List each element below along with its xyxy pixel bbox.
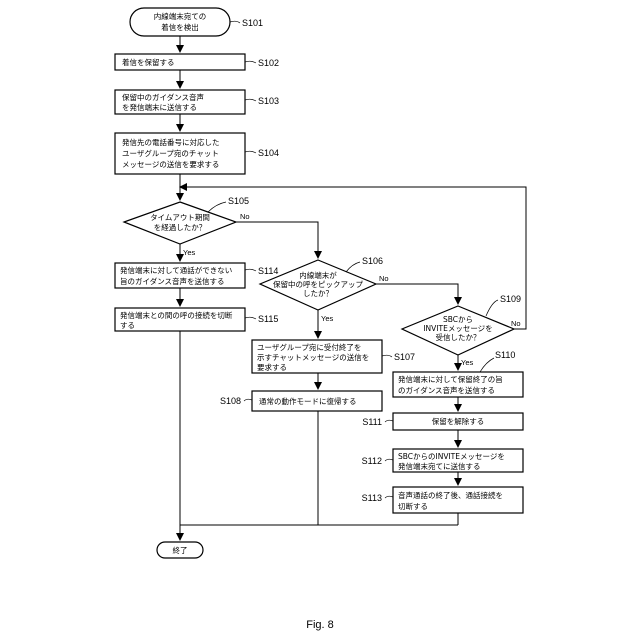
s115-line2: する <box>120 321 135 330</box>
s110-line1: 発信端末に対して保留終了の旨 <box>398 374 503 384</box>
s112-line2: 発信端末宛てに送信する <box>398 461 481 471</box>
step-s108: 通常の動作モードに復帰する <box>252 391 382 411</box>
s106-line3: したか？ <box>303 289 333 298</box>
s103-line2: を発信端末に送信する <box>122 102 197 112</box>
label-s111: S111 <box>362 417 382 427</box>
label-s110: S110 <box>495 350 515 360</box>
s115-line1: 発信端末との間の呼の接続を切断 <box>120 310 233 320</box>
s101-line2: 着信を検出 <box>161 22 199 32</box>
label-s114: S114 <box>258 266 278 276</box>
s105-line2: を経過したか？ <box>154 222 207 232</box>
s107-line2: 示すチャットメッセージの送信を <box>257 352 369 362</box>
step-s111: 保留を解除する <box>393 413 523 430</box>
s103-line1: 保留中のガイダンス音声 <box>122 92 204 102</box>
s109-no: No <box>511 319 521 328</box>
s109-line1: SBCから <box>443 315 473 324</box>
step-s103: 保留中のガイダンス音声 を発信端末に送信する <box>115 90 245 114</box>
step-s114: 発信端末に対して通話ができない 旨のガイダンス音声を送信する <box>115 263 245 288</box>
step-s107: ユーザグループ宛に受付終了を 示すチャットメッセージの送信を 要求する <box>252 340 382 373</box>
s110-line2: のガイダンス音声を送信する <box>398 385 495 395</box>
label-s113: S113 <box>362 493 382 503</box>
step-s112: SBCからのINVITEメッセージを 発信端末宛てに送信する <box>393 449 523 472</box>
s114-line2: 旨のガイダンス音声を送信する <box>120 276 225 286</box>
s109-yes: Yes <box>461 358 473 367</box>
end-label: 終了 <box>173 545 188 555</box>
figure-caption: Fig. 8 <box>306 619 334 631</box>
s106-line2: 保留中の呼をピックアップ <box>273 279 363 289</box>
s112-line1: SBCからのINVITEメッセージを <box>398 452 505 461</box>
s109-line3: 受信したか？ <box>436 332 481 342</box>
label-s102: S102 <box>258 58 279 68</box>
label-s108: S108 <box>220 396 241 406</box>
s104-line3: メッセージの送信を要求する <box>122 159 219 169</box>
label-s104: S104 <box>258 148 279 158</box>
step-s110: 発信端末に対して保留終了の旨 のガイダンス音声を送信する <box>393 372 523 397</box>
step-s102: 着信を保留する <box>115 54 245 70</box>
label-s106: S106 <box>362 256 383 266</box>
s106-no: No <box>379 274 389 283</box>
step-s104: 発信先の電話番号に対応した ユーザグループ宛のチャット メッセージの送信を要求す… <box>115 133 245 174</box>
s106-line1: 内線端末が <box>299 270 337 280</box>
label-s107: S107 <box>394 352 415 362</box>
label-s105: S105 <box>228 196 249 206</box>
s105-no: No <box>240 212 250 221</box>
terminal-end: 終了 <box>157 542 203 558</box>
s113-line1: 音声通話の終了後、通話接続を <box>398 490 503 500</box>
label-s115: S115 <box>258 314 278 324</box>
s113-line2: 切断する <box>398 501 428 511</box>
s104-line1: 発信先の電話番号に対応した <box>122 137 220 147</box>
s108-line1: 通常の動作モードに復帰する <box>259 396 357 406</box>
s107-line1: ユーザグループ宛に受付終了を <box>257 342 361 352</box>
step-s113: 音声通話の終了後、通話接続を 切断する <box>393 487 523 513</box>
decision-s109: SBCから INVITEメッセージを 受信したか？ <box>402 306 514 355</box>
label-s101: S101 <box>242 18 263 28</box>
s101-line1: 内線端末宛ての <box>154 11 207 21</box>
label-s112: S112 <box>362 456 382 466</box>
s105-yes: Yes <box>183 248 195 257</box>
label-s103: S103 <box>258 96 279 106</box>
s109-line2: INVITEメッセージを <box>423 324 492 333</box>
decision-s105: タイムアウト期間 を経過したか？ <box>124 202 236 244</box>
step-s115: 発信端末との間の呼の接続を切断 する <box>115 308 245 331</box>
s106-yes: Yes <box>321 314 333 323</box>
s111-line1: 保留を解除する <box>432 416 485 426</box>
s102-line1: 着信を保留する <box>122 57 175 67</box>
s105-line1: タイムアウト期間 <box>150 213 210 222</box>
label-s109: S109 <box>500 294 521 304</box>
s107-line3: 要求する <box>257 362 287 372</box>
step-s101: 内線端末宛ての 着信を検出 <box>130 8 230 36</box>
s104-line2: ユーザグループ宛のチャット <box>122 148 219 158</box>
s114-line1: 発信端末に対して通話ができない <box>120 265 232 275</box>
